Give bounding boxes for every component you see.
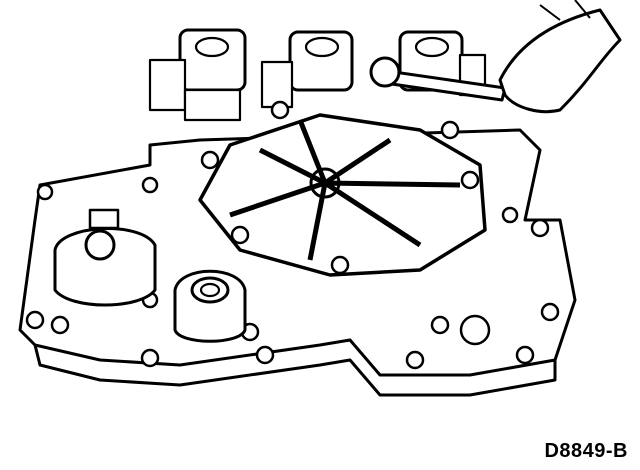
holes (25, 176, 560, 370)
cover-plate (198, 113, 487, 277)
solenoid-center (260, 30, 354, 109)
wrench (369, 56, 507, 102)
solenoid-left (148, 28, 247, 122)
hand (498, 8, 622, 114)
figure-label: D8849-B (544, 440, 628, 462)
accumulator-left (53, 227, 157, 307)
accumulator-center (173, 269, 247, 343)
